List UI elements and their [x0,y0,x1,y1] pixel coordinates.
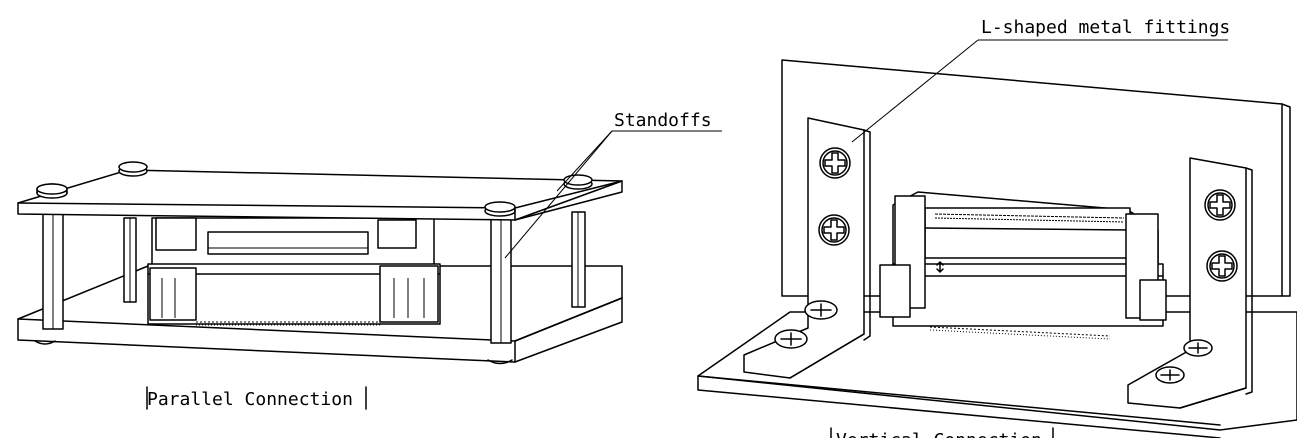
phillips-screw-icon [1183,339,1213,357]
vertical-connector [879,191,1167,340]
right-l-bracket [1127,157,1253,409]
phillips-screw-icon [774,329,808,349]
phillips-screw-icon [819,147,851,179]
phillips-screw-icon [1206,250,1238,282]
top-board [17,169,623,221]
phillips-screw-icon [818,214,850,246]
phillips-screw-icon [1204,189,1236,221]
parallel-caption: Parallel Connection [146,386,367,410]
vertical-caption-text: Vertical Connection [836,430,1042,438]
l-fittings-callout: L-shaped metal fittings [851,17,1230,143]
standoffs-label: Standoffs [614,110,712,131]
parallel-connector [147,217,441,326]
parallel-caption-text: Parallel Connection [147,389,353,410]
parallel-connection-drawing: Standoffs Parallel Connection [17,110,722,410]
back-standoffs [123,211,586,308]
bracket-screws [774,147,1238,384]
vertical-caption: Vertical Connection [830,427,1054,443]
phillips-screw-icon [1155,366,1185,384]
vertical-connection-drawing: L-shaped metal fittings Vertical Connect… [697,17,1297,443]
standoffs-callout: Standoffs [504,110,722,259]
standoff-screw-heads [36,161,593,217]
phillips-screw-icon [804,300,838,320]
l-fittings-label: L-shaped metal fittings [981,17,1230,38]
